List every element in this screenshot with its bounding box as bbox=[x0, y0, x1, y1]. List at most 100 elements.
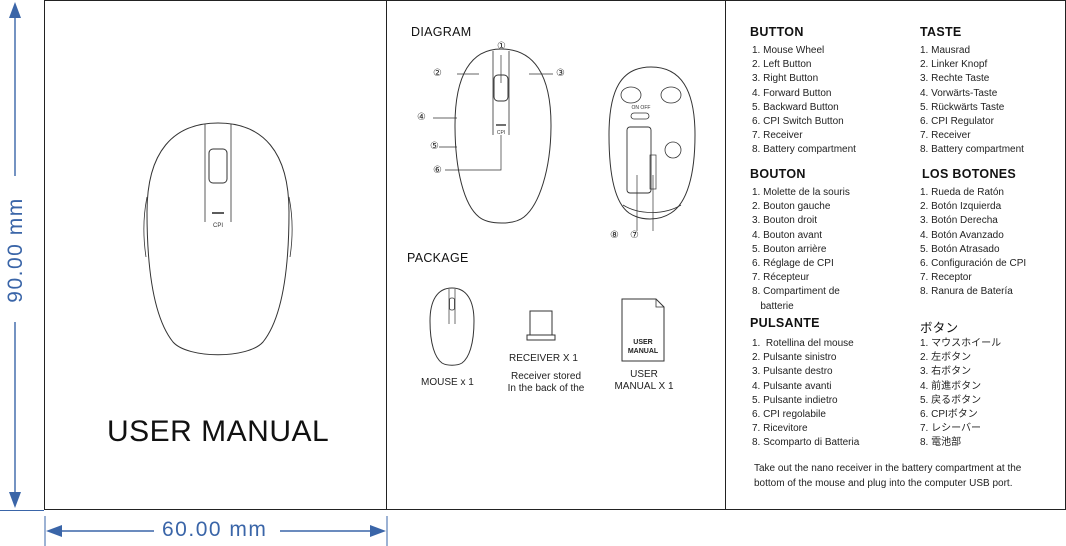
list-item: 4. Forward Button bbox=[752, 87, 832, 99]
manual-caption-line-1: USER bbox=[630, 369, 658, 380]
list-item: 3. Bouton droit bbox=[752, 215, 818, 227]
spanish-heading: LOS BOTONES bbox=[922, 167, 1017, 181]
list-item: 3. Right Button bbox=[752, 73, 819, 85]
manual-box-line-1: USER bbox=[633, 339, 653, 346]
list-item: 5. Bouton arrière bbox=[752, 243, 827, 255]
callout-5: ⑤ bbox=[430, 141, 439, 152]
list-item: 2. Linker Knopf bbox=[920, 59, 988, 71]
german-list: 1. Mausrad 2. Linker Knopf 3. Rechte Tas… bbox=[920, 44, 1024, 158]
list-item: 5. Pulsante indietro bbox=[752, 394, 838, 406]
list-item: 3. Botón Derecha bbox=[920, 215, 998, 227]
italian-heading: PULSANTE bbox=[750, 316, 820, 330]
italian-list: 1. Rotellina del mouse 2. Pulsante sinis… bbox=[752, 337, 859, 451]
corner-guide bbox=[0, 510, 44, 511]
callout-1: ① bbox=[497, 41, 506, 52]
list-item: 2. Bouton gauche bbox=[752, 201, 831, 213]
button-list-panel: BUTTON 1. Mouse Wheel 2. Left Button 3. … bbox=[725, 0, 1066, 510]
footer-note: Take out the nano receiver in the batter… bbox=[754, 461, 1021, 491]
list-item: 7. Ricevitore bbox=[752, 423, 808, 435]
japanese-heading: ボタン bbox=[920, 321, 959, 335]
height-label: 90.00 mm bbox=[4, 195, 28, 305]
french-list: 1. Molette de la souris 2. Bouton gauche… bbox=[752, 186, 850, 314]
list-item: 4. Vorwärts-Taste bbox=[920, 87, 998, 99]
footer-note-line-1: Take out the nano receiver in the batter… bbox=[754, 463, 1022, 474]
list-item: 8. Ranura de Batería bbox=[920, 286, 1013, 298]
manual-box-line-2: MANUAL bbox=[627, 348, 659, 355]
callout-4: ④ bbox=[417, 112, 426, 123]
mouse-caption: MOUSE x 1 bbox=[421, 377, 474, 388]
spanish-list: 1. Rueda de Ratón 2. Botón Izquierda 3. … bbox=[920, 186, 1026, 300]
width-label: 60.00 mm bbox=[158, 518, 272, 542]
footer-note-line-2: bottom of the mouse and plug into the co… bbox=[754, 478, 1013, 489]
list-item: 6. CPI Regulator bbox=[920, 116, 994, 128]
callout-2: ② bbox=[433, 68, 442, 79]
list-item: 8. Battery compartment bbox=[920, 144, 1024, 156]
width-arrow bbox=[44, 516, 388, 546]
list-item: 4. Bouton avant bbox=[752, 229, 823, 241]
package-heading: PACKAGE bbox=[407, 251, 469, 265]
package-mouse-icon bbox=[429, 287, 475, 366]
receiver-note: Receiver stored In the back of the bbox=[501, 371, 591, 395]
diagram-switch-label: ON OFF bbox=[632, 105, 651, 111]
diagram-panel: DIAGRAM CPI ON OFF ① ② ③ ④ ⑤ ⑥ ⑧ ⑦ PACKA… bbox=[386, 0, 726, 510]
list-item: 6. CPI regolabile bbox=[752, 409, 826, 421]
cover-cpi-label: CPI bbox=[213, 223, 223, 229]
manual-title: USER MANUAL bbox=[107, 415, 330, 448]
manual-box-text: USER MANUAL bbox=[622, 338, 664, 356]
list-item: 7. Receiver bbox=[920, 130, 971, 142]
list-item: 8. Compartiment de bbox=[752, 286, 840, 298]
german-heading: TASTE bbox=[920, 25, 962, 39]
japanese-list: 1. マウスホイール 2. 左ボタン 3. 右ボタン 4. 前進ボタン 5. 戻… bbox=[920, 337, 1001, 451]
list-item: 3. Rechte Taste bbox=[920, 73, 990, 85]
english-heading: BUTTON bbox=[750, 25, 804, 39]
list-item: 8. 電池部 bbox=[920, 437, 962, 449]
list-item: 1. Mouse Wheel bbox=[752, 45, 825, 56]
receiver-note-line-2: In the back of the bbox=[507, 383, 585, 394]
callout-7: ⑦ bbox=[630, 230, 639, 241]
list-item: 5. Rückwärts Taste bbox=[920, 101, 1005, 113]
list-item: 1. Mausrad bbox=[920, 45, 971, 56]
callout-3: ③ bbox=[556, 68, 565, 79]
receiver-caption: RECEIVER X 1 bbox=[509, 353, 578, 364]
list-item: 4. Botón Avanzado bbox=[920, 229, 1004, 241]
list-item: 4. 前進ボタン bbox=[920, 380, 982, 392]
list-item: 5. Backward Button bbox=[752, 101, 839, 113]
manual-caption: USER MANUAL X 1 bbox=[609, 369, 679, 393]
list-item: 1. Rotellina del mouse bbox=[752, 338, 854, 349]
diagram-cpi-label: CPI bbox=[497, 130, 505, 136]
list-item: 1. Rueda de Ratón bbox=[920, 187, 1004, 198]
english-list: 1. Mouse Wheel 2. Left Button 3. Right B… bbox=[752, 44, 856, 158]
list-item: 2. 左ボタン bbox=[920, 352, 972, 364]
list-item: 6. CPI Switch Button bbox=[752, 116, 844, 128]
list-item: 6. Configuración de CPI bbox=[920, 258, 1027, 270]
list-item: 3. Pulsante destro bbox=[752, 366, 833, 378]
list-item: batterie bbox=[752, 300, 794, 312]
list-item: 2. Botón Izquierda bbox=[920, 201, 1002, 213]
list-item: 7. Receiver bbox=[752, 130, 803, 142]
height-arrow bbox=[9, 2, 21, 508]
list-item: 7. レシーバー bbox=[920, 423, 982, 435]
list-item: 8. Scomparto di Batteria bbox=[752, 437, 860, 449]
list-item: 7. Receptor bbox=[920, 272, 972, 284]
diagram-heading: DIAGRAM bbox=[411, 25, 472, 39]
list-item: 6. CPIボタン bbox=[920, 409, 978, 421]
manual-caption-line-2: MANUAL X 1 bbox=[614, 381, 674, 392]
list-item: 7. Récepteur bbox=[752, 272, 810, 284]
list-item: 2. Pulsante sinistro bbox=[752, 352, 837, 364]
diagram-illustration: CPI ON OFF bbox=[433, 48, 696, 231]
list-item: 1. マウスホイール bbox=[920, 338, 1002, 349]
list-item: 1. Molette de la souris bbox=[752, 187, 850, 198]
receiver-note-line-1: Receiver stored bbox=[510, 371, 582, 382]
list-item: 6. Réglage de CPI bbox=[752, 258, 834, 270]
list-item: 2. Left Button bbox=[752, 59, 812, 71]
french-heading: BOUTON bbox=[750, 167, 806, 181]
receiver-icon bbox=[526, 310, 556, 341]
callout-6: ⑥ bbox=[433, 165, 442, 176]
callout-8: ⑧ bbox=[610, 230, 619, 241]
manual-box-icon bbox=[621, 298, 665, 362]
cover-panel: CPI USER MANUAL bbox=[44, 0, 387, 510]
list-item: 3. 右ボタン bbox=[920, 366, 972, 378]
list-item: 5. 戻るボタン bbox=[920, 394, 982, 406]
list-item: 5. Botón Atrasado bbox=[920, 243, 1000, 255]
list-item: 8. Battery compartment bbox=[752, 144, 856, 156]
